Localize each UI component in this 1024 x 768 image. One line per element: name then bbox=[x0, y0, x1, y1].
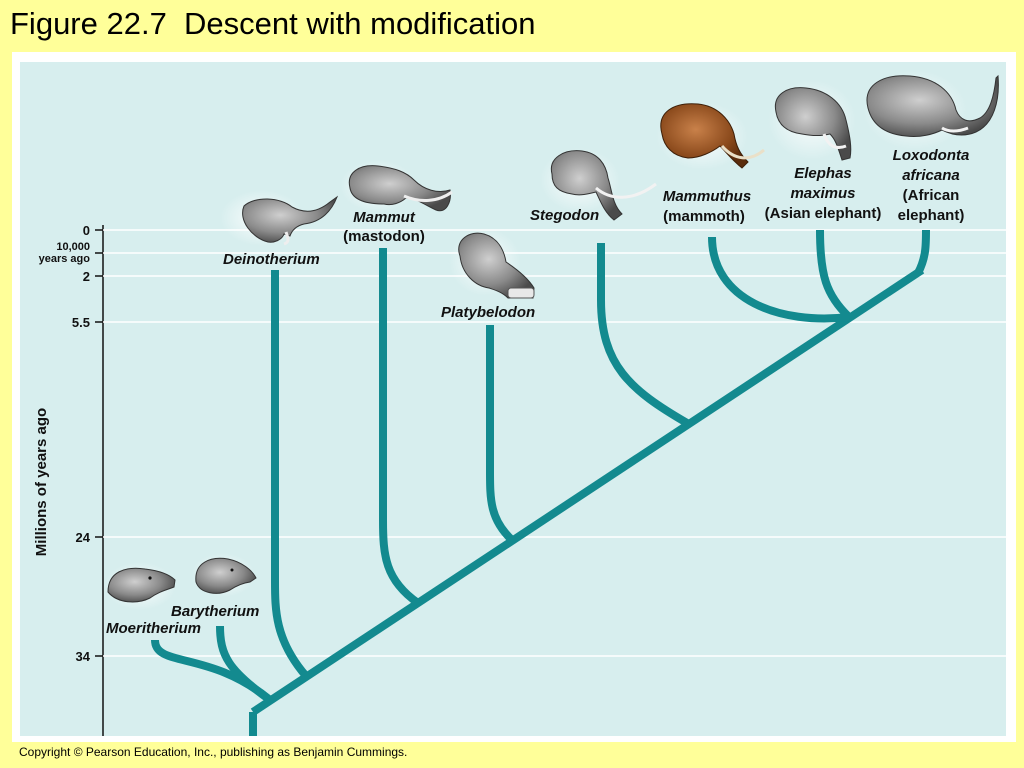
label-mammoth: (mammoth) bbox=[663, 208, 745, 225]
gridlines bbox=[103, 229, 1006, 657]
label-elephant: elephant) bbox=[898, 207, 965, 224]
moeritherium-head-icon bbox=[104, 562, 176, 610]
tick-label-0: 0 bbox=[83, 223, 90, 238]
tick-label-34: 34 bbox=[76, 649, 91, 664]
label-moeritherium: Moeritherium bbox=[106, 620, 201, 637]
label-elephas: Elephas bbox=[794, 165, 852, 182]
branch-stegodon bbox=[597, 243, 690, 427]
label-mastodon: (mastodon) bbox=[343, 228, 425, 245]
african-elephant-head-icon bbox=[863, 70, 999, 150]
label-stegodon: Stegodon bbox=[530, 207, 599, 224]
branch-loxodonta bbox=[914, 229, 930, 275]
plot-area bbox=[20, 62, 1006, 736]
label-deinotherium: Deinotherium bbox=[223, 251, 320, 268]
copyright-notice: Copyright © Pearson Education, Inc., pub… bbox=[19, 745, 408, 759]
branch-platybelodon bbox=[486, 325, 516, 544]
stegodon-head-icon bbox=[540, 148, 657, 221]
tick-label-2: 2 bbox=[83, 269, 90, 284]
asian-elephant-head-icon bbox=[768, 80, 856, 161]
branch-barytherium bbox=[216, 625, 273, 704]
axis-title: Millions of years ago bbox=[33, 408, 50, 556]
deinotherium-head-icon bbox=[220, 190, 339, 246]
taxon-labels: Moeritherium Barytherium Deinotherium Ma… bbox=[106, 147, 969, 637]
label-mammuthus: Mammuthus bbox=[663, 188, 751, 205]
label-maximus: maximus bbox=[790, 185, 855, 202]
label-platybelodon: Platybelodon bbox=[441, 304, 535, 321]
barytherium-head-icon bbox=[191, 553, 257, 597]
branch-mammut bbox=[379, 248, 421, 607]
label-african: (African bbox=[903, 187, 960, 204]
label-barytherium: Barytherium bbox=[171, 603, 259, 620]
branch-mammuthus bbox=[708, 236, 850, 323]
platybelodon-head-icon bbox=[449, 228, 535, 299]
tick-label-24: 24 bbox=[76, 530, 91, 545]
tick-label-5-5: 5.5 bbox=[72, 315, 90, 330]
mammut-head-icon bbox=[340, 160, 453, 212]
branch-main-trunk bbox=[250, 266, 925, 716]
label-loxodonta: Loxodonta bbox=[893, 147, 970, 164]
label-asian-elephant: (Asian elephant) bbox=[765, 205, 882, 222]
label-mammut: Mammut bbox=[353, 209, 416, 226]
label-africana: africana bbox=[902, 167, 960, 184]
tick-label-years-ago: years ago bbox=[39, 253, 91, 265]
time-axis: 0 10,000 years ago 2 5.5 24 34 Millions … bbox=[33, 223, 1006, 736]
tree-branches bbox=[151, 229, 930, 736]
mammoth-head-icon bbox=[656, 102, 765, 170]
branch-deinotherium bbox=[271, 270, 310, 679]
slide-title: Figure 22.7 Descent with modification bbox=[10, 6, 536, 41]
tick-label-10000: 10,000 bbox=[56, 241, 90, 253]
branch-elephas bbox=[816, 229, 852, 320]
